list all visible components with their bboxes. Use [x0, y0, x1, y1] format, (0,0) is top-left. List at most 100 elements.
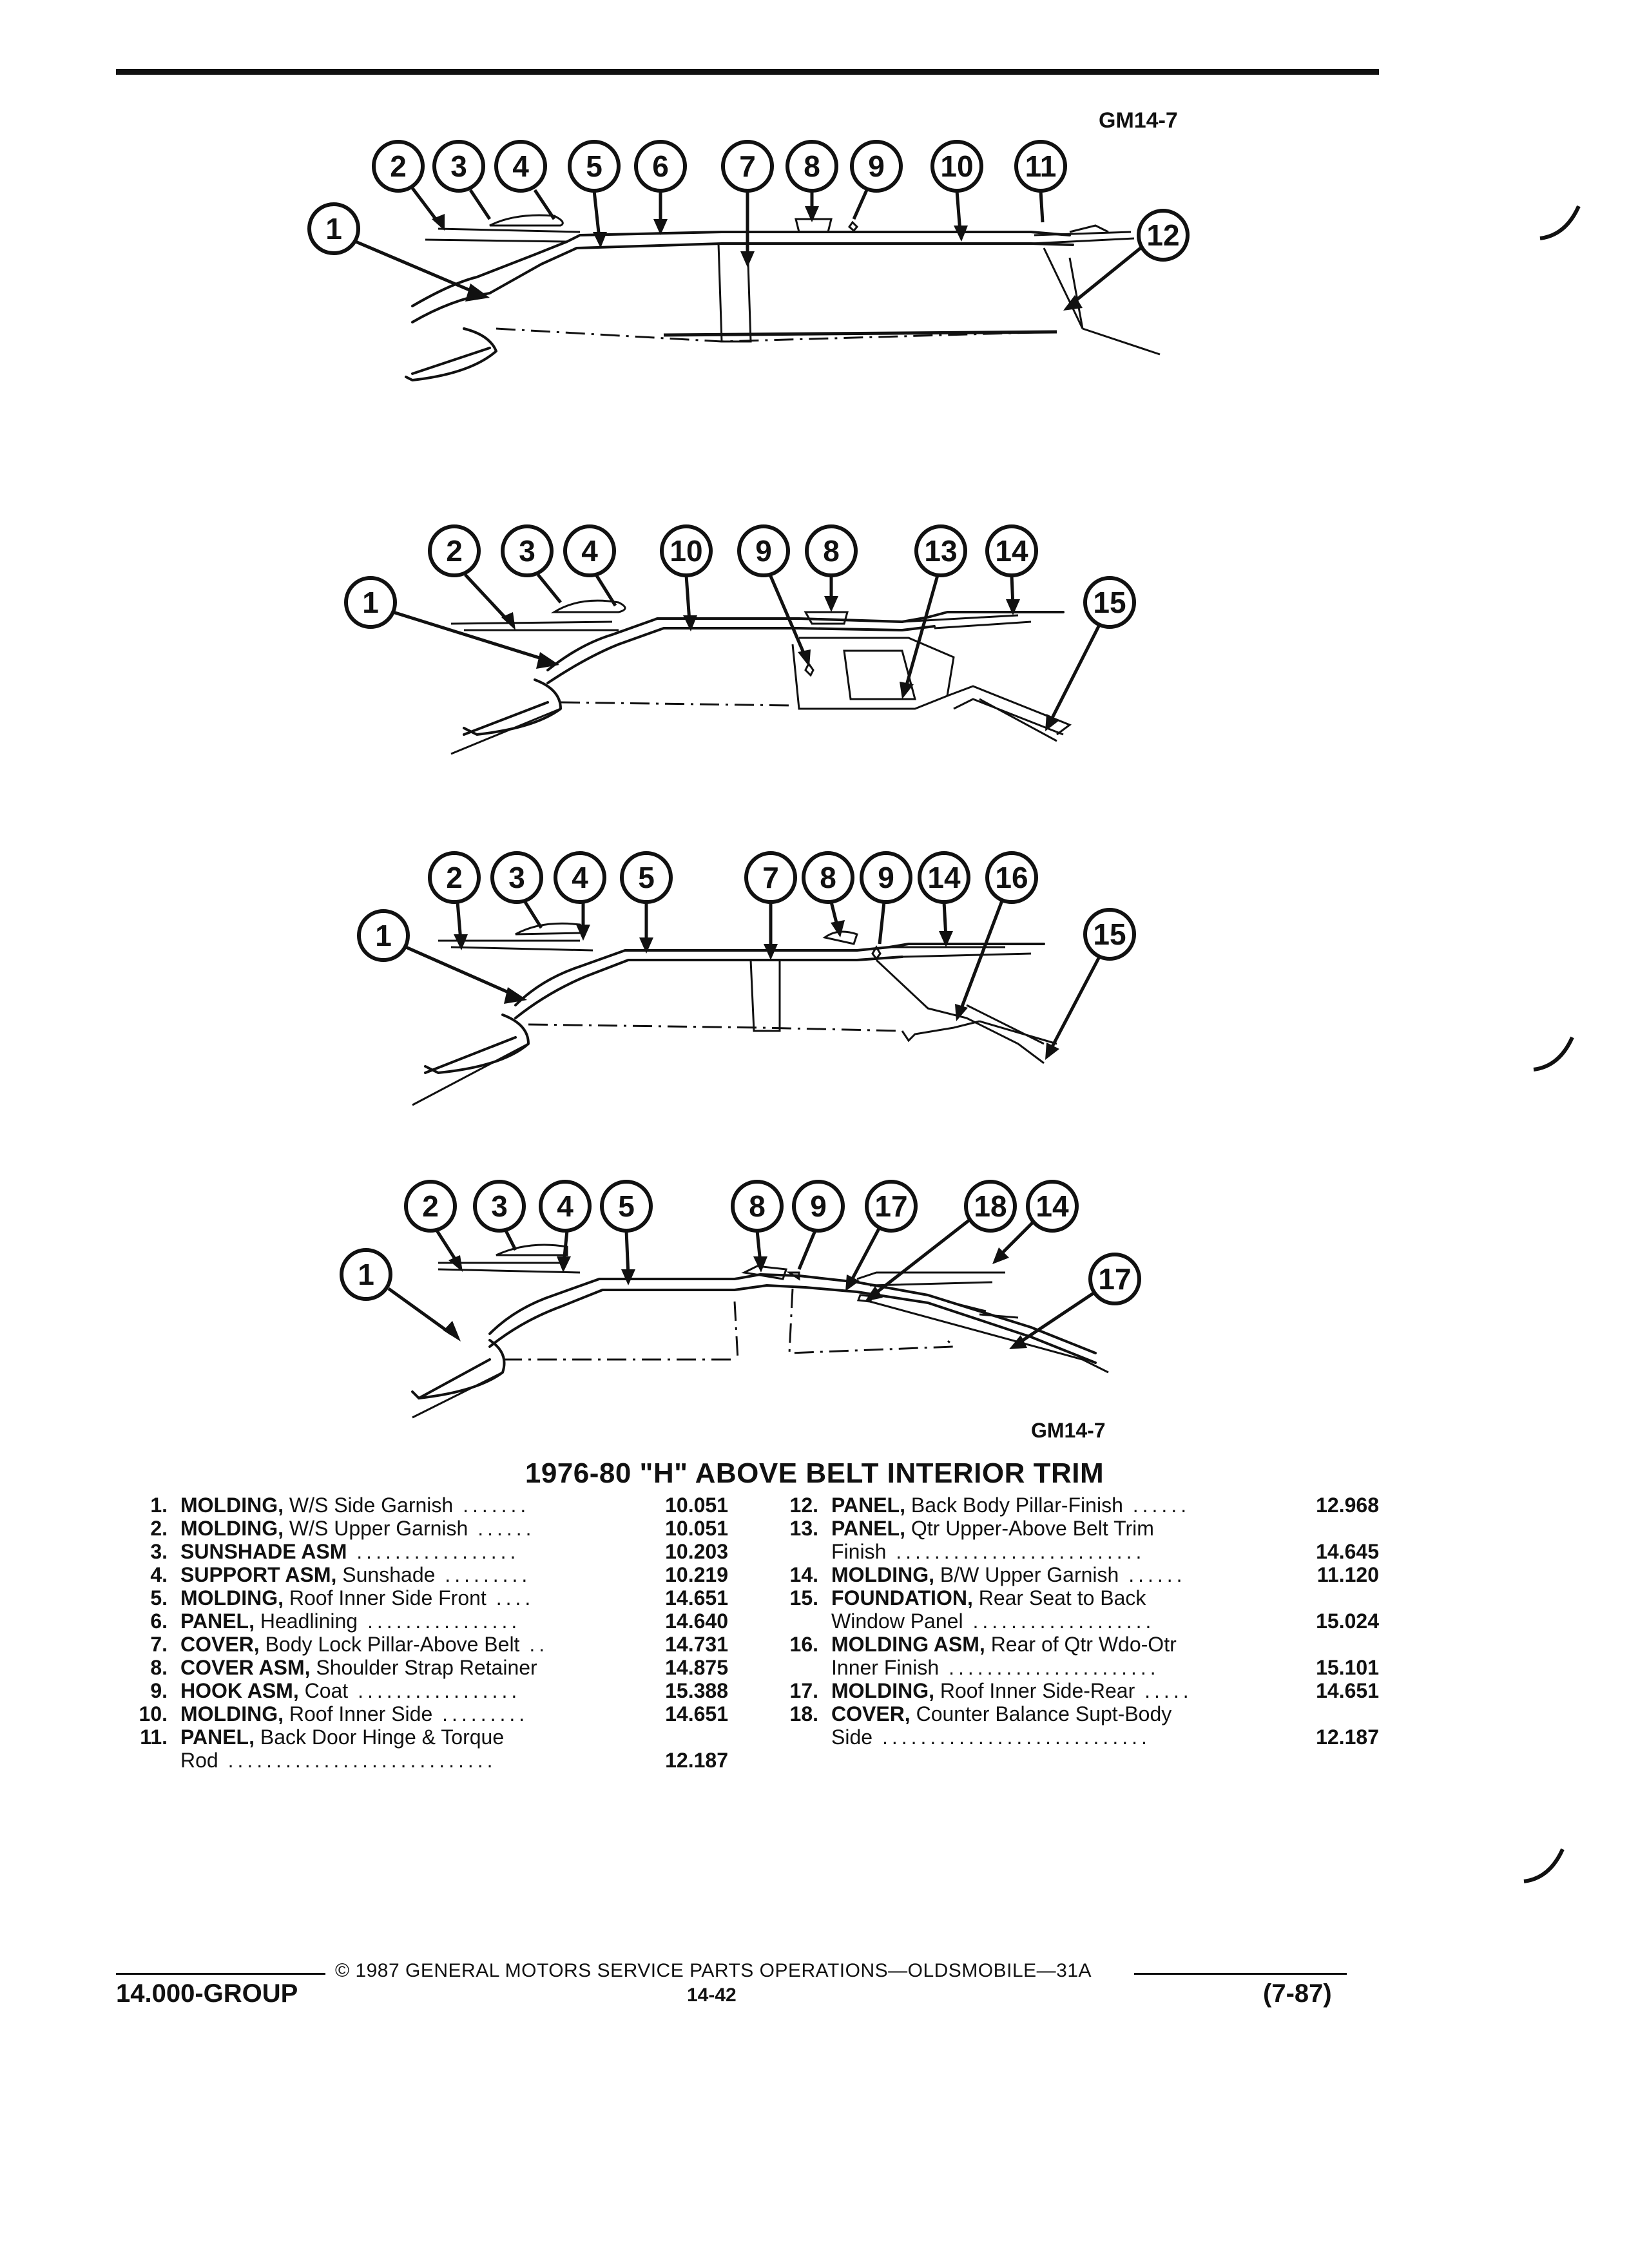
- callout-5: 5: [620, 851, 673, 904]
- list-item: 12.PANEL, Back Body Pillar-Finish ......…: [789, 1494, 1379, 1517]
- callout-11: 11: [1014, 140, 1067, 193]
- svg-text:12: 12: [1146, 218, 1179, 252]
- diagram-1: 1 2 3 4 5 6 7 8 9 10 11 12: [307, 140, 1190, 381]
- binder-mark: [1533, 1036, 1574, 1072]
- callout-1: 1: [340, 1248, 392, 1301]
- binder-mark: [1523, 1848, 1565, 1883]
- callout-8: 8: [802, 851, 854, 904]
- svg-text:4: 4: [512, 149, 529, 183]
- list-item: 6.PANEL, Headlining ................14.6…: [150, 1610, 728, 1633]
- top-rule: [116, 69, 1379, 75]
- svg-text:10: 10: [670, 534, 702, 568]
- callout-1: 1: [344, 576, 397, 629]
- callout-2: 2: [372, 140, 425, 193]
- svg-text:2: 2: [390, 149, 407, 183]
- callout-8: 8: [786, 140, 838, 193]
- svg-text:8: 8: [823, 534, 840, 568]
- callout-2: 2: [428, 524, 481, 577]
- diagram-2: 1 2 3 4 10 9 8 13 14 15: [344, 524, 1136, 755]
- svg-text:14: 14: [995, 534, 1028, 568]
- list-item: 17.MOLDING, Roof Inner Side-Rear .....14…: [789, 1679, 1379, 1702]
- list-item: 15.FOUNDATION, Rear Seat to Back: [789, 1586, 1146, 1610]
- svg-text:8: 8: [804, 149, 820, 183]
- svg-text:5: 5: [586, 149, 602, 183]
- list-item: 5.MOLDING, Roof Inner Side Front ....14.…: [150, 1586, 728, 1610]
- svg-text:2: 2: [446, 861, 463, 894]
- callout-4: 4: [494, 140, 547, 193]
- svg-text:14: 14: [927, 861, 961, 894]
- list-item: 3.SUNSHADE ASM .................10.203: [150, 1540, 728, 1563]
- page-number: 14-42: [687, 1984, 737, 2006]
- copyright-line: © 1987 GENERAL MOTORS SERVICE PARTS OPER…: [335, 1960, 1092, 1981]
- svg-text:5: 5: [638, 861, 655, 894]
- callout-9: 9: [792, 1180, 845, 1233]
- footer-rule-left: [116, 1973, 325, 1975]
- callout-4: 4: [563, 524, 616, 577]
- figure-ref-top: GM14-7: [1099, 108, 1178, 133]
- svg-text:2: 2: [422, 1189, 439, 1223]
- group-label: 14.000-GROUP: [116, 1979, 298, 2008]
- svg-text:9: 9: [810, 1189, 827, 1223]
- svg-text:15: 15: [1093, 586, 1126, 619]
- callout-12: 12: [1137, 209, 1190, 262]
- svg-text:18: 18: [974, 1189, 1007, 1223]
- svg-text:1: 1: [375, 919, 392, 952]
- callout-3: 3: [473, 1180, 526, 1233]
- callout-5: 5: [600, 1180, 653, 1233]
- list-item: Inner Finish ......................15.10…: [831, 1656, 1379, 1679]
- callout-14: 14: [985, 524, 1038, 577]
- list-item: 2.MOLDING, W/S Upper Garnish ......10.05…: [150, 1517, 728, 1540]
- callout-8: 8: [731, 1180, 784, 1233]
- callout-5: 5: [568, 140, 621, 193]
- list-item: Finish ..........................14.645: [831, 1540, 1379, 1563]
- svg-text:8: 8: [749, 1189, 766, 1223]
- list-item: 14.MOLDING, B/W Upper Garnish ......11.1…: [789, 1563, 1379, 1586]
- list-item: 7.COVER, Body Lock Pillar-Above Belt ..1…: [150, 1633, 728, 1656]
- svg-text:17: 17: [874, 1189, 907, 1223]
- callout-14: 14: [918, 851, 970, 904]
- callout-9: 9: [737, 524, 790, 577]
- svg-text:10: 10: [940, 149, 973, 183]
- list-item: 10.MOLDING, Roof Inner Side .........14.…: [139, 1702, 728, 1725]
- callout-1: 1: [307, 202, 360, 255]
- svg-text:4: 4: [557, 1189, 574, 1223]
- footer-rule-right: [1134, 1973, 1347, 1975]
- figure-ref-bottom: GM14-7: [1031, 1419, 1106, 1442]
- svg-text:16: 16: [995, 861, 1028, 894]
- parts-list-right: 12.PANEL, Back Body Pillar-Finish ......…: [760, 1494, 1379, 1749]
- callout-17b: 17: [1088, 1253, 1141, 1305]
- diagram-3: 1 2 3 4 5 7 8 9 14 16 15: [357, 851, 1136, 1106]
- svg-text:3: 3: [491, 1189, 508, 1223]
- callout-9: 9: [850, 140, 903, 193]
- parts-list-left: 1.MOLDING, W/S Side Garnish .......10.05…: [110, 1494, 728, 1772]
- list-item: 1.MOLDING, W/S Side Garnish .......10.05…: [150, 1494, 728, 1517]
- callout-3: 3: [501, 524, 554, 577]
- callout-4: 4: [539, 1180, 592, 1233]
- svg-text:1: 1: [362, 586, 379, 619]
- callout-18: 18: [964, 1180, 1017, 1233]
- callout-2: 2: [404, 1180, 457, 1233]
- diagram-4: 1 2 3 4 5 8 9 17 18 14 17: [340, 1180, 1141, 1419]
- list-item: Window Panel ...................15.024: [831, 1610, 1379, 1633]
- svg-text:4: 4: [581, 534, 598, 568]
- svg-text:4: 4: [572, 861, 588, 894]
- list-item: 13.PANEL, Qtr Upper-Above Belt Trim: [789, 1517, 1154, 1540]
- svg-text:6: 6: [652, 149, 669, 183]
- svg-text:3: 3: [450, 149, 467, 183]
- list-item: 11.PANEL, Back Door Hinge & Torque: [140, 1725, 505, 1749]
- svg-text:14: 14: [1036, 1189, 1069, 1223]
- callout-16: 16: [985, 851, 1038, 904]
- svg-text:17: 17: [1098, 1262, 1131, 1296]
- callout-10: 10: [660, 524, 713, 577]
- svg-text:9: 9: [868, 149, 885, 183]
- callout-3: 3: [490, 851, 543, 904]
- svg-text:3: 3: [508, 861, 525, 894]
- svg-text:9: 9: [878, 861, 894, 894]
- svg-text:15: 15: [1093, 918, 1126, 951]
- svg-text:1: 1: [325, 212, 342, 245]
- callout-7: 7: [721, 140, 774, 193]
- list-item: Rod ............................12.187: [180, 1749, 728, 1772]
- callout-15: 15: [1083, 908, 1136, 961]
- svg-text:8: 8: [820, 861, 836, 894]
